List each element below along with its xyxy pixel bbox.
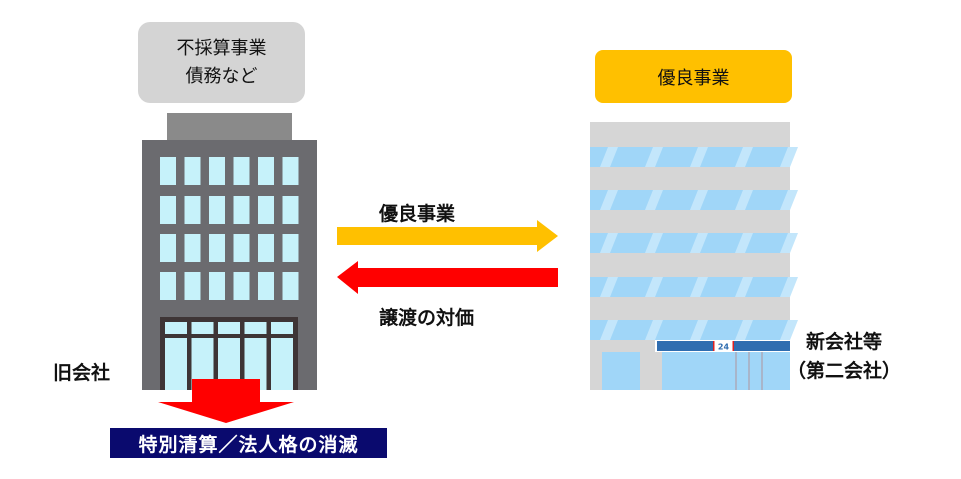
liquidation-result-label: 特別清算／法人格の消滅 <box>110 428 387 458</box>
new-company-subname: （第二会社） <box>787 360 902 382</box>
new-company-building <box>590 122 798 390</box>
glass-reflection <box>735 190 753 210</box>
door-pane <box>191 338 214 390</box>
glass-reflection <box>645 320 663 340</box>
glass-reflection <box>645 190 663 210</box>
burden-label-line2: 債務など <box>185 65 258 87</box>
window <box>282 196 299 224</box>
glass-reflection <box>645 147 663 167</box>
glass-reflection <box>780 233 798 253</box>
glass-reflection <box>690 190 708 210</box>
glass-reflection <box>780 190 798 210</box>
good-business-label: 優良事業 <box>657 67 730 89</box>
door-pane <box>244 338 267 390</box>
window <box>209 272 225 300</box>
glass-band <box>590 277 790 297</box>
window <box>282 234 299 262</box>
glass-band <box>590 147 790 167</box>
consideration-label: 譲渡の対価 <box>379 307 475 329</box>
glass-reflection <box>690 147 708 167</box>
glass-band <box>590 320 790 340</box>
glass-reflection <box>735 147 753 167</box>
window <box>282 157 299 185</box>
old-company-building <box>142 113 317 390</box>
good-business-label-box: 優良事業 <box>595 50 792 103</box>
window <box>258 157 274 185</box>
store-sign-text: 24 <box>718 343 730 352</box>
window <box>184 234 201 262</box>
door-pane <box>218 322 240 334</box>
door-pane <box>165 322 187 334</box>
glass-band <box>590 190 790 210</box>
door-pane <box>244 322 267 334</box>
door-pane <box>218 338 240 390</box>
window <box>233 234 250 262</box>
window <box>258 272 274 300</box>
old-company-name: 旧会社 <box>53 362 111 384</box>
burden-label-line1: 不採算事業 <box>176 37 267 59</box>
window <box>184 272 201 300</box>
window <box>160 157 176 185</box>
glass-reflection <box>690 277 708 297</box>
glass-reflection <box>780 277 798 297</box>
glass-band <box>590 233 790 253</box>
window <box>233 196 250 224</box>
burden-label-box: 不採算事業 債務など <box>138 22 305 103</box>
door-pane <box>191 322 214 334</box>
glass-reflection <box>645 233 663 253</box>
glass-reflection <box>600 190 618 210</box>
window <box>160 234 176 262</box>
new-company-name: 新会社等 <box>806 331 883 353</box>
glass-reflection <box>780 147 798 167</box>
glass-reflection <box>735 320 753 340</box>
glass-reflection <box>690 320 708 340</box>
transfer-label: 優良事業 <box>379 203 456 225</box>
window <box>258 234 274 262</box>
glass-reflection <box>600 320 618 340</box>
window <box>184 157 201 185</box>
glass-reflection <box>780 320 798 340</box>
window <box>160 272 176 300</box>
window <box>233 272 250 300</box>
door-pane <box>271 338 293 390</box>
door-pane <box>271 322 293 334</box>
window <box>282 272 299 300</box>
window <box>209 157 225 185</box>
door-pane <box>165 338 187 390</box>
glass-reflection <box>600 277 618 297</box>
glass-reflection <box>735 233 753 253</box>
glass-reflection <box>645 277 663 297</box>
window <box>209 234 225 262</box>
glass-reflection <box>735 277 753 297</box>
window <box>184 196 201 224</box>
liquidation-result-text: 特別清算／法人格の消滅 <box>138 433 359 456</box>
window <box>160 196 176 224</box>
glass-reflection <box>600 147 618 167</box>
window <box>258 196 274 224</box>
transfer-arrow-right <box>337 220 558 252</box>
liquidation-arrow <box>158 379 294 423</box>
glass-reflection <box>600 233 618 253</box>
glass-reflection <box>690 233 708 253</box>
window <box>233 157 250 185</box>
consideration-arrow-left <box>337 261 558 294</box>
window <box>209 196 225 224</box>
